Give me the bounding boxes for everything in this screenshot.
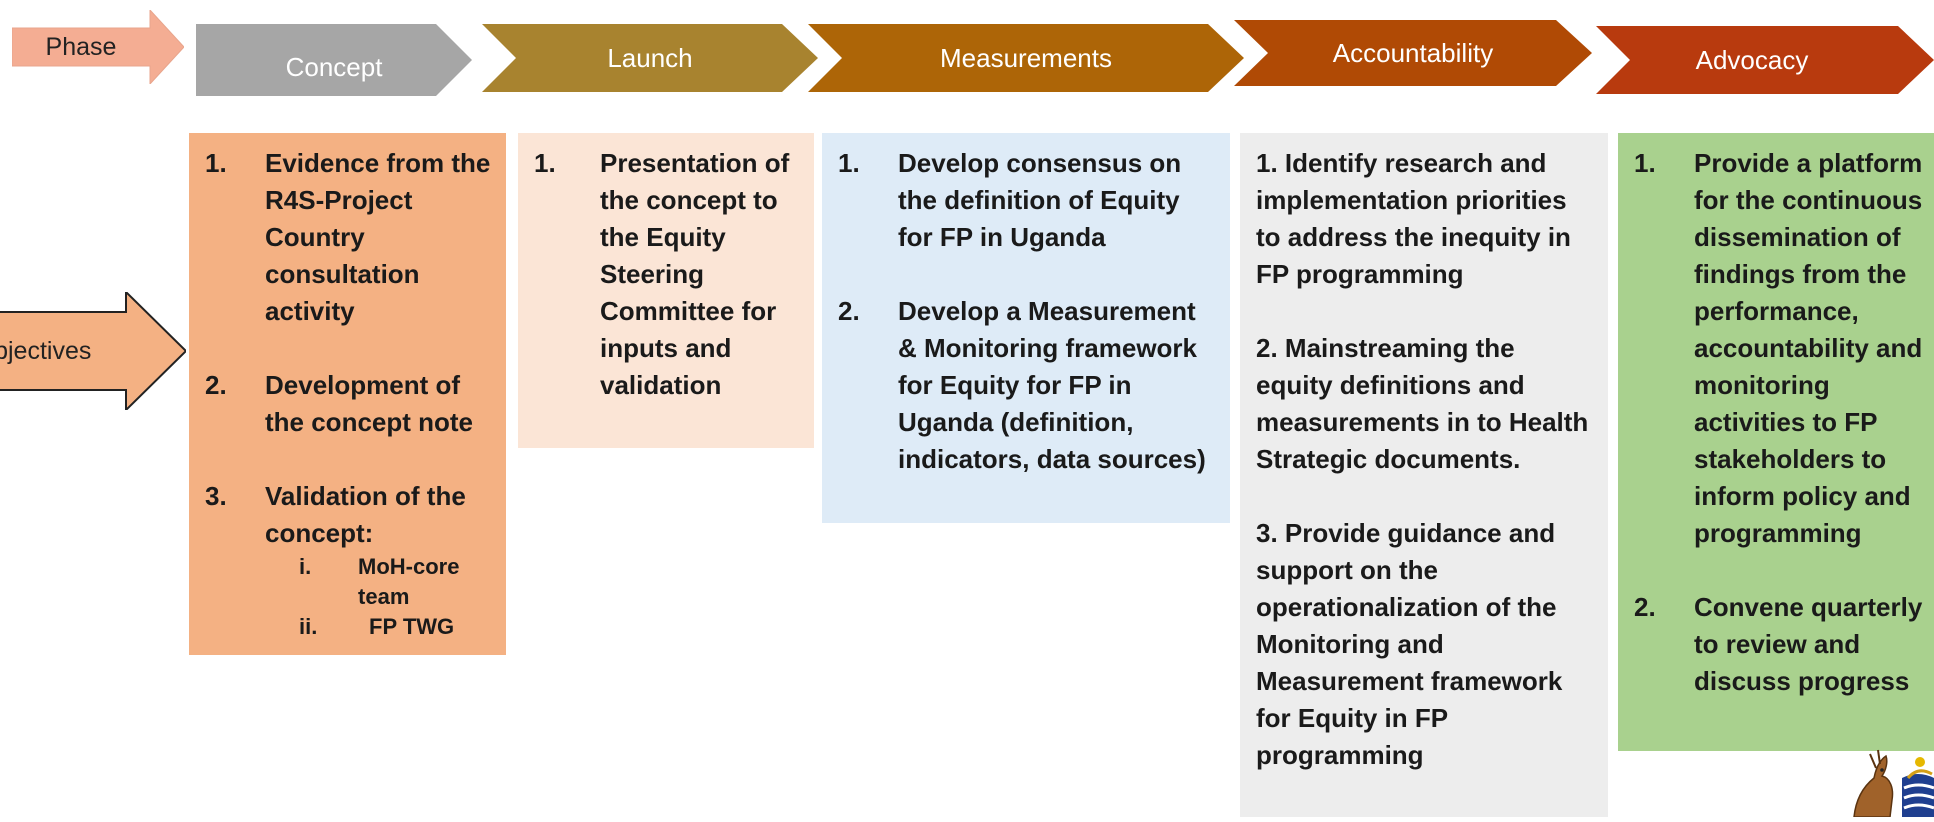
accountability-item: 1. Identify research and implementation … [1256,148,1571,289]
phase-name-measurements: Measurements [940,42,1112,73]
phase-arrow-concept: Concept [196,24,472,96]
accountability-item: 2. Mainstreaming the equity definitions … [1256,333,1589,474]
list-item: 1.Evidence from the R4S-Project Country … [205,148,491,326]
list-item: 2.Develop a Measurement & Monitoring fra… [838,296,1206,474]
measurements-objectives-box: 1.Develop consensus on the definition of… [822,133,1230,523]
concept-objectives-box: 1.Evidence from the R4S-Project Country … [189,133,506,655]
list-item: 1.Develop consensus on the definition of… [838,148,1182,252]
accountability-objectives-box: 1. Identify research and implementation … [1240,133,1608,817]
list-item: 3.Validation of the concept: [205,481,466,548]
phase-name-concept: Concept [285,51,383,82]
objectives-label: Objectives [0,336,92,365]
list-item: 1.Presentation of the concept to the Equ… [534,148,790,400]
list-item: 1.Provide a platform for the continuous … [1634,148,1923,548]
phase-arrow-accountability: Accountability [1234,20,1592,86]
sub-list-item: i.MoH-core team [299,554,460,609]
phase-name-launch: Launch [607,42,693,73]
launch-objectives-box: 1.Presentation of the concept to the Equ… [518,133,814,448]
list-item: 2.Convene quarterly to review and discus… [1634,592,1923,696]
phase-label-arrow: Phase [12,10,184,84]
coat-of-arms-icon [1846,748,1934,818]
phase-arrow-advocacy: Advocacy [1596,26,1934,94]
phase-arrow-measurements: Measurements [808,24,1244,92]
sub-list-item: ii.FP TWG [299,614,455,639]
phase-arrow-launch: Launch [482,24,818,92]
advocacy-objectives-box: 1.Provide a platform for the continuous … [1618,133,1934,751]
phase-name-advocacy: Advocacy [1695,44,1809,75]
phase-name-accountability: Accountability [1332,37,1494,68]
accountability-item: 3. Provide guidance and support on the o… [1256,518,1563,770]
phase-label: Phase [45,32,117,61]
objectives-label-arrow: Objectives [0,292,186,410]
list-item: 2.Development of the concept note [205,370,474,437]
